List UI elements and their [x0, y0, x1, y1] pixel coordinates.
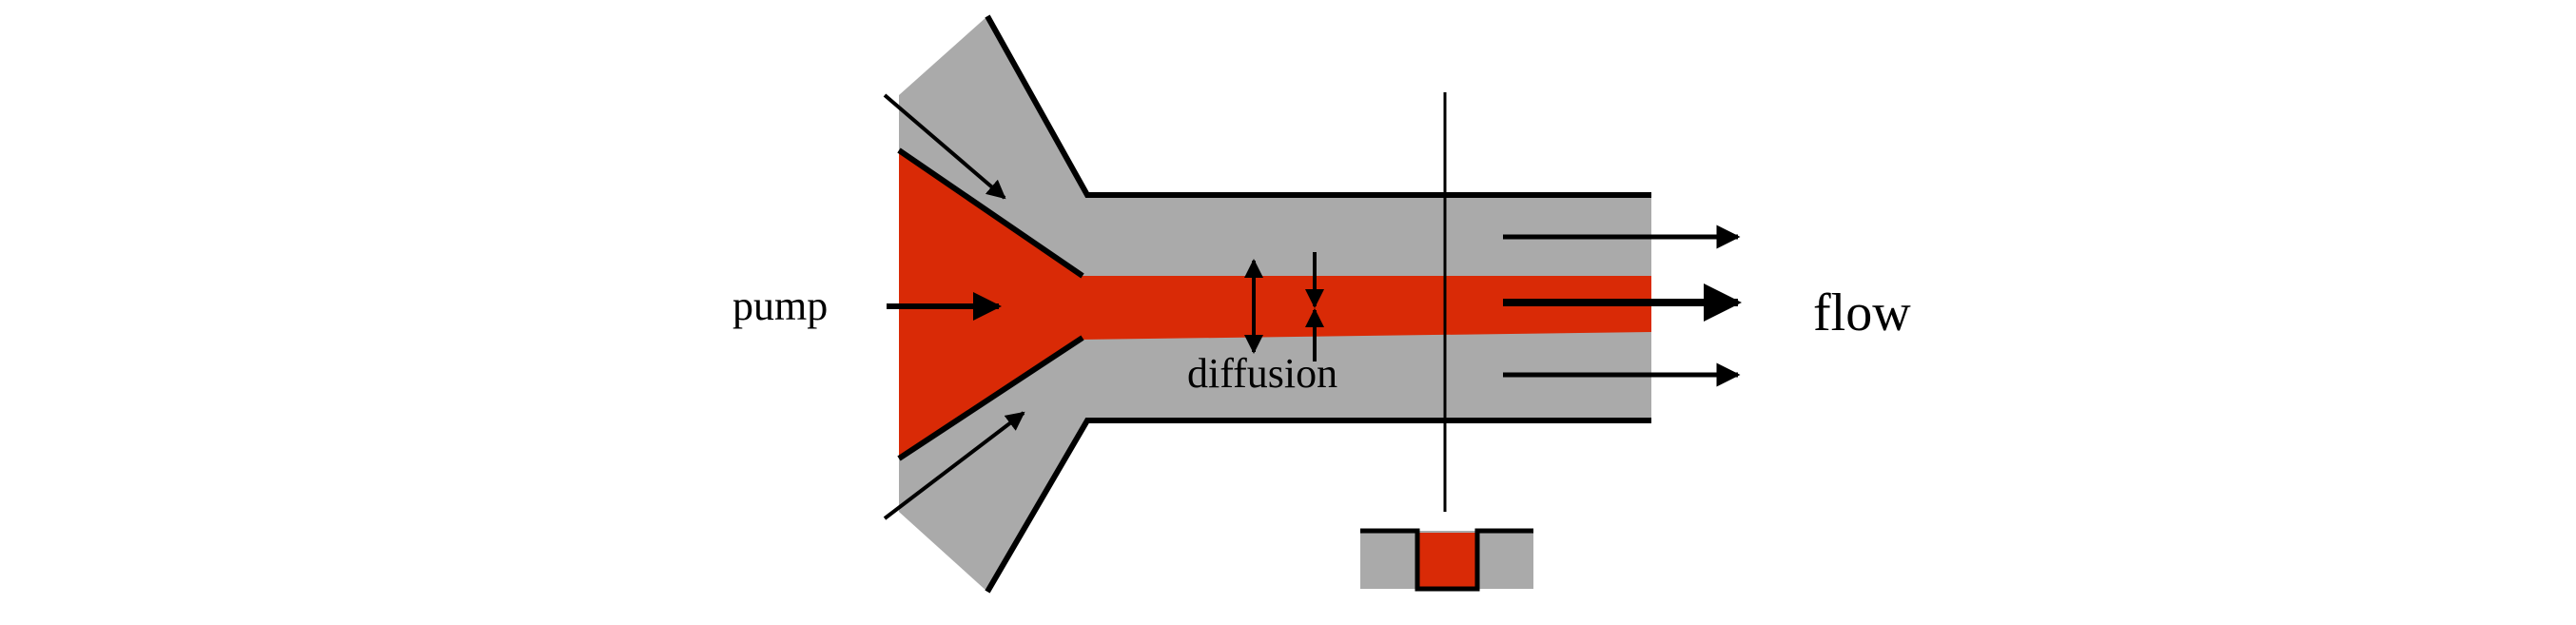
lower-outer-wall — [985, 418, 1651, 594]
inlet-arrows — [883, 93, 1025, 520]
diffusion-arrows — [1244, 252, 1324, 361]
upper-divider-wall — [897, 147, 1084, 279]
cross-section-outline — [1360, 528, 1533, 592]
upper-inlet-arrow — [883, 93, 1006, 200]
cross-section-inset — [1360, 528, 1533, 592]
upper-outer-wall — [985, 14, 1651, 198]
flow-label: flow — [1813, 283, 1911, 342]
outflow-arrows — [1503, 225, 1742, 387]
cross-section-well-red — [1417, 533, 1477, 589]
channel-walls — [897, 14, 1651, 594]
pump-label: pump — [732, 283, 828, 329]
lower-divider-wall — [897, 335, 1084, 461]
lower-inlet-arrow — [883, 411, 1025, 520]
red-center-stream — [1079, 276, 1651, 340]
diffusion-label: diffusion — [1187, 350, 1337, 397]
